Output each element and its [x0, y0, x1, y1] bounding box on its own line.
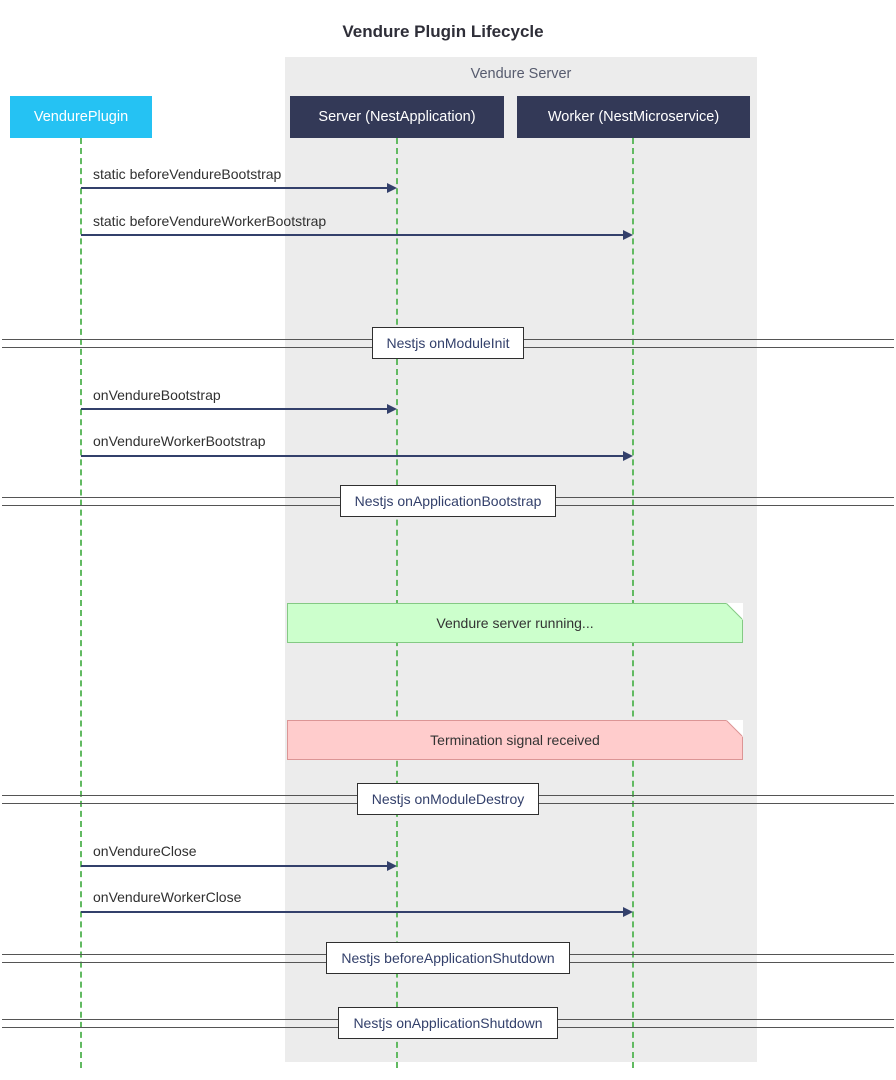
- divider-on-module-destroy: Nestjs onModuleDestroy: [2, 782, 894, 816]
- message-label-on-vendure-bootstrap: onVendureBootstrap: [93, 387, 221, 403]
- arrow-head-icon: [623, 451, 633, 461]
- note-vendure-server-running: Vendure server running...: [287, 603, 743, 643]
- divider-label: Nestjs onModuleDestroy: [356, 783, 540, 815]
- message-label-on-vendure-worker-bootstrap: onVendureWorkerBootstrap: [93, 433, 266, 449]
- divider-on-application-shutdown: Nestjs onApplicationShutdown: [2, 1006, 894, 1040]
- diagram-title: Vendure Plugin Lifecycle: [342, 22, 544, 41]
- arrow-head-icon: [623, 230, 633, 240]
- message-arrow-before-vendure-bootstrap: [81, 183, 397, 193]
- arrow-shaft: [81, 187, 389, 189]
- divider-label: Nestjs onModuleInit: [371, 327, 525, 359]
- divider-label: Nestjs onApplicationShutdown: [338, 1007, 558, 1039]
- message-arrow-on-vendure-bootstrap: [81, 404, 397, 414]
- arrow-shaft: [81, 911, 625, 913]
- note-fold-icon: [726, 720, 743, 737]
- message-arrow-before-vendure-worker-bootstrap: [81, 230, 633, 240]
- note-text: Termination signal received: [430, 732, 600, 748]
- note-text: Vendure server running...: [436, 615, 594, 631]
- participant-server-nestapplication: Server (NestApplication): [290, 96, 504, 138]
- participant-vendure-plugin: VendurePlugin: [10, 96, 152, 138]
- message-arrow-on-vendure-close: [81, 861, 397, 871]
- arrow-shaft: [81, 455, 625, 457]
- arrow-shaft: [81, 408, 389, 410]
- message-label-before-vendure-worker-bootstrap: static beforeVendureWorkerBootstrap: [93, 213, 327, 229]
- arrow-head-icon: [623, 907, 633, 917]
- divider-label: Nestjs beforeApplicationShutdown: [326, 942, 570, 974]
- message-label-on-vendure-worker-close: onVendureWorkerClose: [93, 889, 242, 905]
- message-label-on-vendure-close: onVendureClose: [93, 843, 197, 859]
- message-arrow-on-vendure-worker-close: [81, 907, 633, 917]
- note-fold-icon: [726, 603, 743, 620]
- group-label: Vendure Server: [470, 66, 572, 82]
- divider-before-application-shutdown: Nestjs beforeApplicationShutdown: [2, 941, 894, 975]
- participant-worker-nestmicroservice: Worker (NestMicroservice): [517, 96, 750, 138]
- divider-on-application-bootstrap: Nestjs onApplicationBootstrap: [2, 484, 894, 518]
- arrow-head-icon: [387, 861, 397, 871]
- vendure-server-group-box: Vendure Server: [285, 57, 757, 1062]
- message-label-before-vendure-bootstrap: static beforeVendureBootstrap: [93, 166, 282, 182]
- divider-label: Nestjs onApplicationBootstrap: [339, 485, 557, 517]
- lifeline-plugin: [80, 138, 82, 1068]
- message-arrow-on-vendure-worker-bootstrap: [81, 451, 633, 461]
- arrow-head-icon: [387, 183, 397, 193]
- arrow-shaft: [81, 865, 389, 867]
- arrow-shaft: [81, 234, 625, 236]
- arrow-head-icon: [387, 404, 397, 414]
- note-termination-signal: Termination signal received: [287, 720, 743, 760]
- divider-on-module-init: Nestjs onModuleInit: [2, 326, 894, 360]
